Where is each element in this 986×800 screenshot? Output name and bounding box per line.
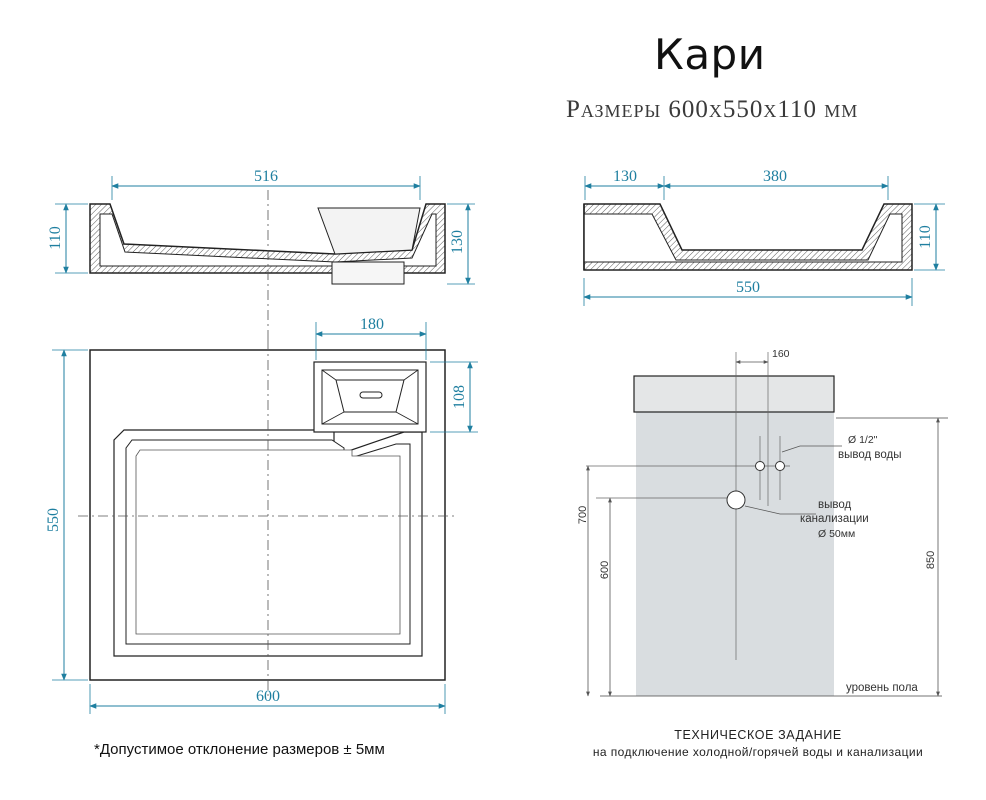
installation-scheme [586, 352, 948, 697]
dim-label-110-right: 110 [917, 225, 934, 248]
side-section-right [583, 203, 913, 271]
dim-label-130-rim: 130 [613, 168, 637, 185]
dim-overflow-180: 180 [315, 316, 427, 360]
dim-width-600: 600 [89, 684, 446, 714]
water-outlet-label-1: Ø 1/2" [848, 434, 878, 446]
dim-height-110-right: 110 [914, 203, 945, 271]
water-outlet-label-2: вывод воды [838, 449, 902, 461]
dim-overflow-108: 108 [430, 361, 478, 433]
dim-label-160: 160 [772, 348, 790, 360]
page-title: Кари [654, 30, 766, 79]
side-section-left [89, 190, 446, 340]
dim-label-600-drain: 600 [599, 561, 611, 579]
dim-label-850: 850 [925, 551, 937, 569]
dim-height-110-left: 110 [47, 203, 88, 274]
dim-width-516: 516 [111, 168, 421, 200]
dim-rim-130: 130 380 [584, 168, 889, 200]
dim-label-700: 700 [577, 506, 589, 524]
dim-depth-550: 550 [45, 349, 88, 681]
dim-label-180: 180 [360, 316, 384, 333]
dim-label-550-top: 550 [45, 508, 62, 532]
dim-height-600: 600 [599, 497, 612, 697]
tolerance-note: *Допустимое отклонение размеров ± 5мм [94, 741, 385, 758]
dim-label-516: 516 [254, 168, 278, 185]
dim-label-380: 380 [763, 168, 787, 185]
drain-label-3: Ø 50мм [818, 528, 855, 540]
top-view [78, 340, 458, 700]
drain-label-1: вывод [818, 499, 851, 511]
spec-subtitle: на подключение холодной/горячей воды и к… [592, 745, 924, 759]
dim-label-600: 600 [256, 688, 280, 705]
dim-label-110-left: 110 [47, 226, 64, 249]
spec-title: ТЕХНИЧЕСКОЕ ЗАДАНИЕ [674, 728, 842, 742]
dim-height-130: 130 [447, 203, 475, 285]
dim-total-550: 550 [583, 278, 913, 306]
dim-offset-160: 160 [735, 348, 790, 364]
dim-label-550-side: 550 [736, 279, 760, 296]
drain-label-2: канализации [800, 513, 869, 525]
floor-level-label: уровень пола [846, 682, 918, 694]
dim-label-130: 130 [449, 230, 466, 254]
dim-height-850: 850 [925, 417, 940, 697]
dim-label-108: 108 [451, 385, 468, 409]
page-subtitle: Размеры 600x550x110 мм [566, 96, 859, 123]
dim-height-700: 700 [577, 465, 590, 697]
